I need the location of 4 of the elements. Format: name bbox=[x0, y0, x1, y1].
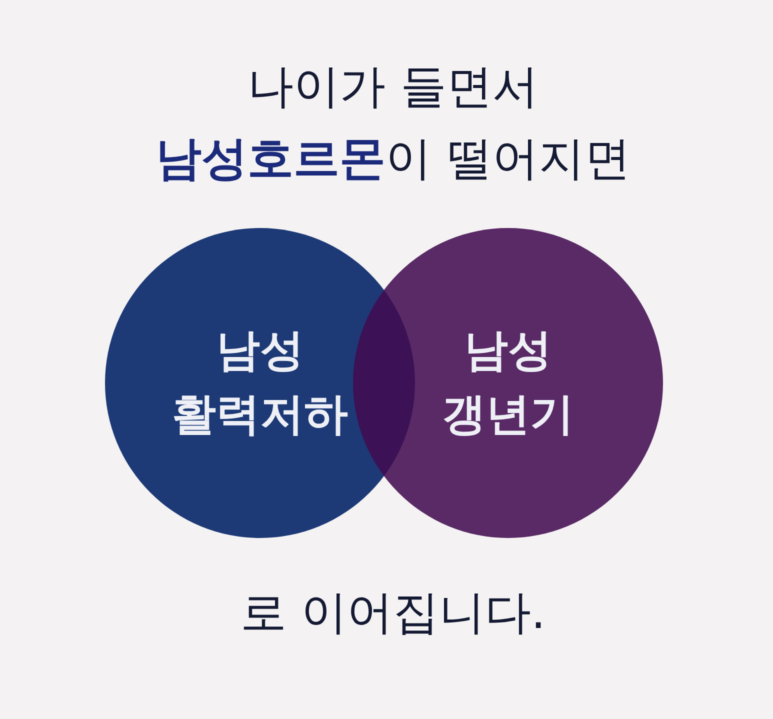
caption-text: 로 이어집니다. bbox=[240, 584, 546, 641]
circle-label: 남성 활력저하 bbox=[172, 324, 348, 442]
title-text: 나이가 들면서 남성호르몬이 떨어지면 bbox=[154, 58, 632, 187]
circle-label: 남성 갱년기 bbox=[442, 324, 574, 442]
